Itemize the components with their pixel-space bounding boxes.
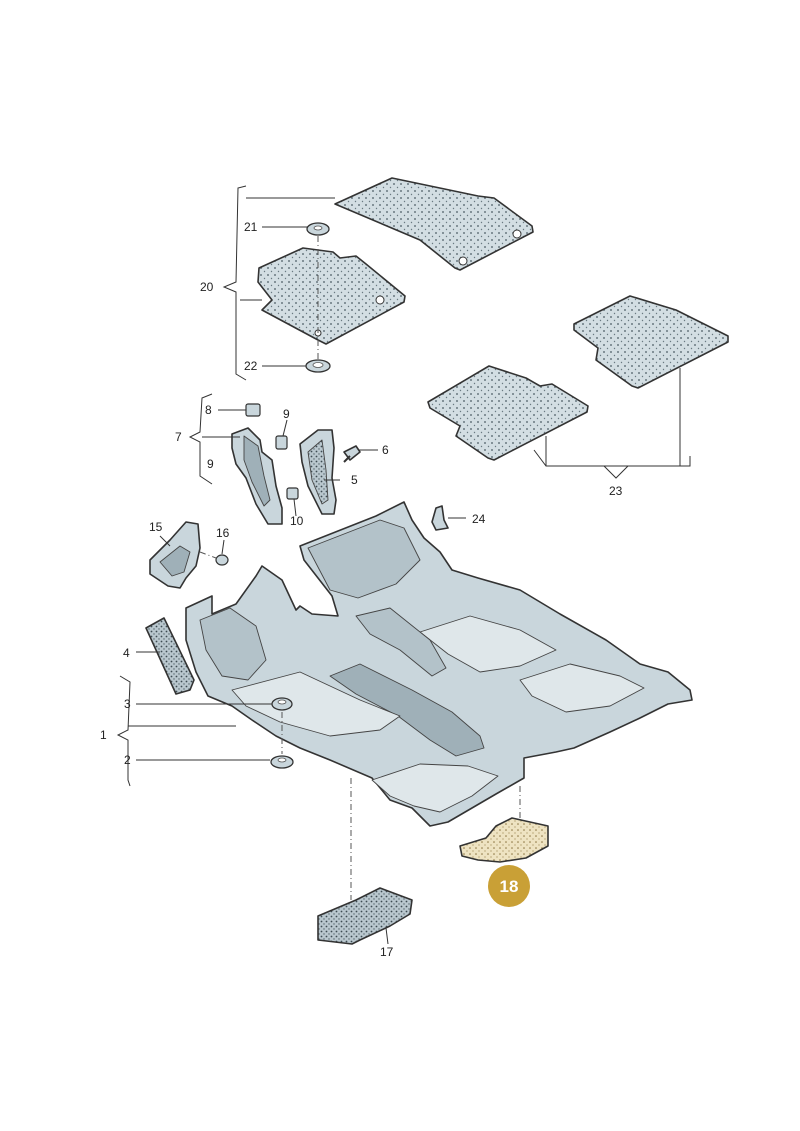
callout-24: 24 (472, 512, 486, 526)
carpet-fastener-3 (271, 697, 293, 711)
callout-15: 15 (149, 520, 163, 534)
bracket-24 (431, 505, 449, 531)
trim-panel-right (299, 429, 337, 515)
main-floor-carpet (185, 501, 693, 827)
callout-23: 23 (609, 484, 623, 498)
callout-7: 7 (175, 430, 182, 444)
callout-labels: 20 21 22 8 9 7 9 6 5 10 24 23 15 16 4 3 … (100, 220, 623, 959)
sill-pad-4 (145, 617, 195, 695)
filler-block-17 (317, 887, 413, 945)
callout-10: 10 (290, 514, 304, 528)
insulation-pad-18-highlighted (459, 817, 549, 863)
clip-8 (245, 403, 261, 417)
insulation-pad-15 (149, 521, 201, 589)
callout-22: 22 (244, 359, 258, 373)
trim-panel-left (231, 427, 283, 525)
callout-5: 5 (351, 473, 358, 487)
callout-9-top: 9 (283, 407, 290, 421)
highlight-badge-18: 18 (488, 865, 530, 907)
callout-9-bottom: 9 (207, 457, 214, 471)
callout-17: 17 (380, 945, 394, 959)
floor-mat-front-right (257, 247, 406, 345)
floor-mat-front-left (334, 177, 534, 271)
callout-2: 2 (124, 753, 131, 767)
leader-lines (116, 185, 691, 945)
clip-9-top (275, 435, 288, 450)
callout-6: 6 (382, 443, 389, 457)
callout-16: 16 (216, 526, 230, 540)
callout-4: 4 (123, 646, 130, 660)
screw-6 (343, 445, 361, 463)
mat-fastener-bottom (305, 359, 331, 373)
clip-16 (215, 554, 229, 566)
callout-1: 1 (100, 728, 107, 742)
callout-3: 3 (124, 697, 131, 711)
carpet-fastener-2 (270, 755, 294, 769)
callout-20: 20 (200, 280, 214, 294)
mat-fastener-top (306, 222, 330, 236)
floor-mat-rear-right (427, 365, 589, 461)
callout-8: 8 (205, 403, 212, 417)
clip-10 (286, 487, 299, 500)
highlight-label: 18 (500, 877, 519, 896)
callout-21: 21 (244, 220, 258, 234)
floor-mat-rear-left (573, 295, 729, 389)
